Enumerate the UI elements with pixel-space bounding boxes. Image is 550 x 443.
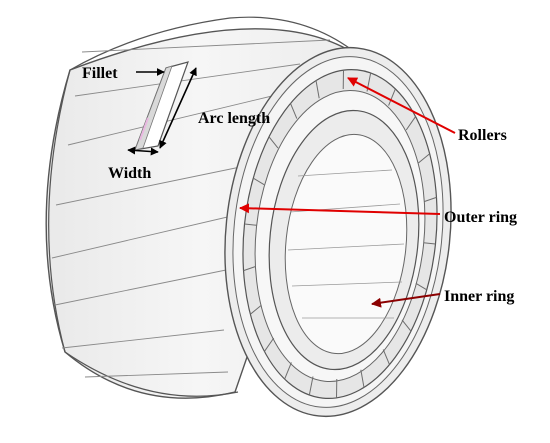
outer-ring-label: Outer ring bbox=[444, 209, 517, 226]
inner-ring-label: Inner ring bbox=[444, 288, 514, 305]
fillet-label: Fillet bbox=[82, 65, 118, 82]
width-label: Width bbox=[108, 165, 151, 182]
arc-length-label: Arc length bbox=[198, 110, 270, 127]
rollers-label: Rollers bbox=[458, 127, 507, 144]
